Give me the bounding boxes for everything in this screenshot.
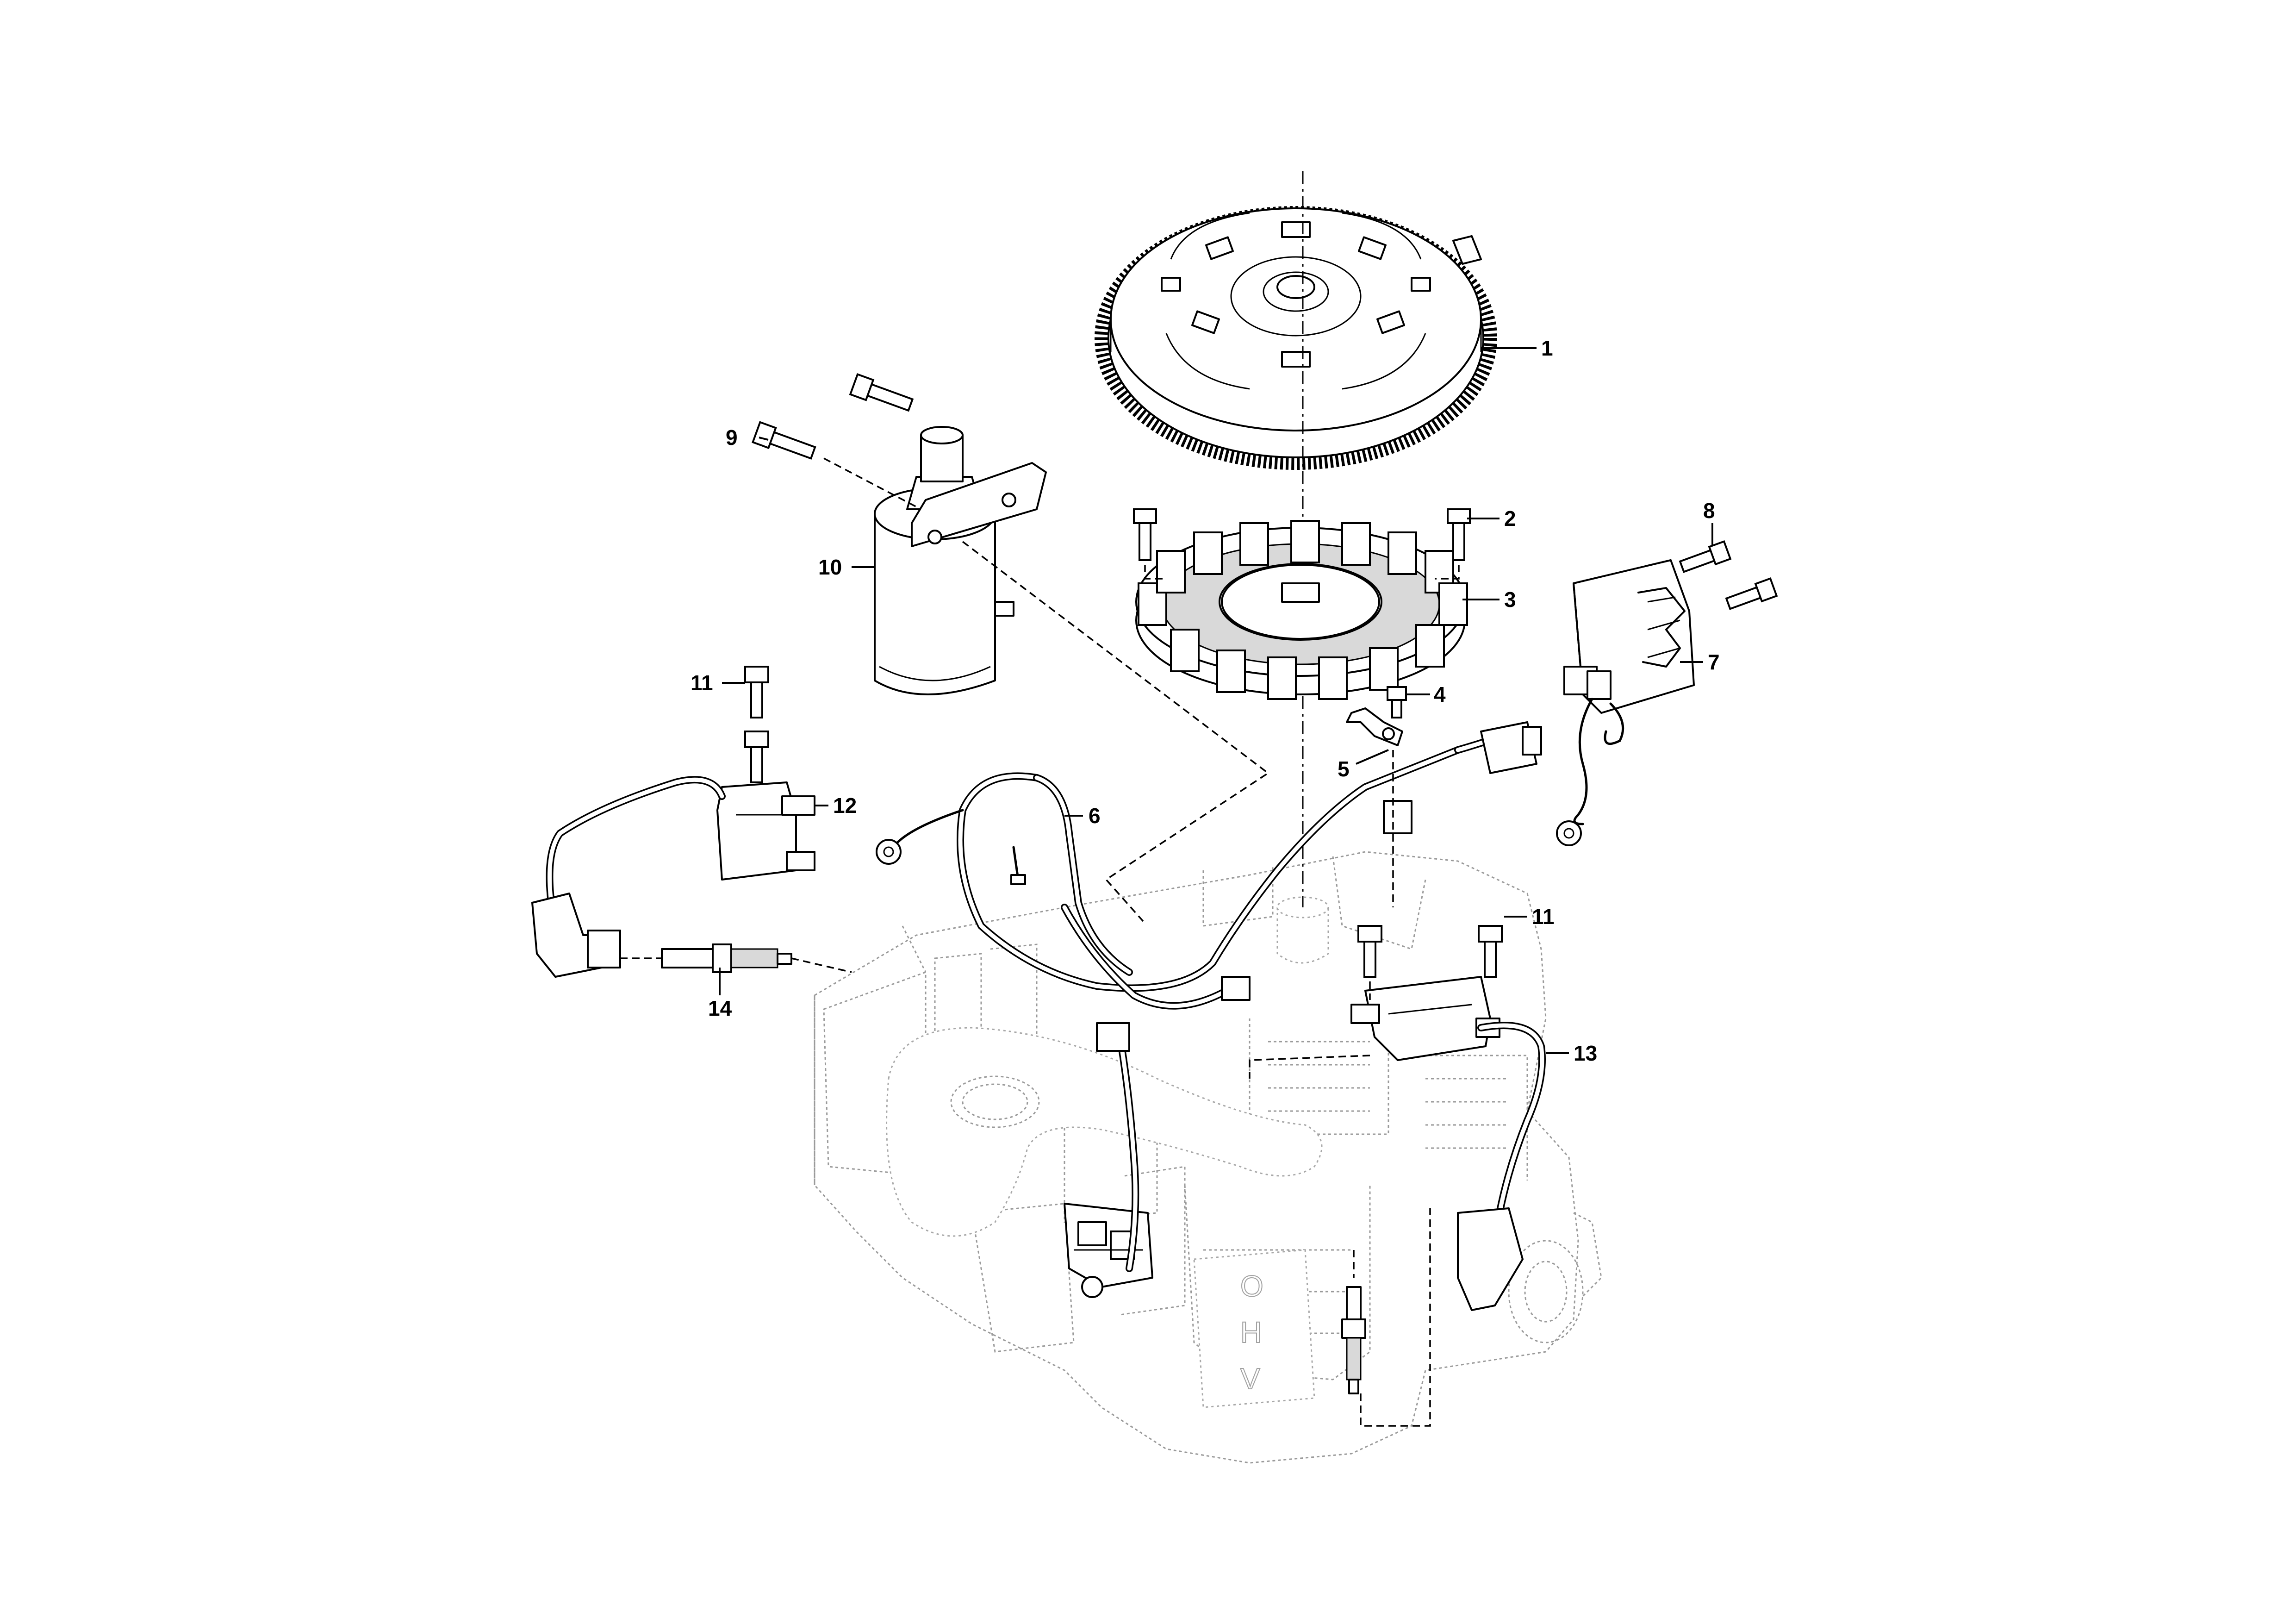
lower-plug-dash — [1353, 1208, 1431, 1427]
svg-text:O: O — [1240, 1269, 1263, 1303]
coil-screw-right-2 — [1478, 925, 1503, 978]
spark-plug-lower — [1341, 1286, 1366, 1394]
spark-plug-boot-left — [531, 893, 621, 978]
starter-bolt-lower — [752, 421, 816, 460]
callout-stator-screw: 2 — [1504, 506, 1516, 531]
callout-ignition-coil-left: 12 — [833, 793, 857, 818]
starter-motor — [874, 426, 1047, 695]
wire-bracket — [1346, 707, 1403, 746]
coil-screw-right-1 — [1357, 925, 1382, 978]
starter-mount-dash — [962, 541, 1270, 922]
spark-plug-dash-right — [791, 957, 852, 973]
ignition-coil-left — [716, 781, 815, 881]
callout-spark-plug: 14 — [708, 996, 732, 1020]
starter-bolt-upper — [849, 373, 914, 412]
callout-flywheel: 1 — [1541, 336, 1553, 360]
callout-bracket: 5 — [1338, 757, 1350, 781]
callout-coil-screw-right: 11 — [1532, 905, 1555, 929]
ohv-plate: O H V — [1193, 1249, 1315, 1408]
callout-wiring-harness: 6 — [1089, 804, 1101, 828]
stator-screw-left — [1133, 508, 1157, 561]
callout-coil-screw-left: 11 — [691, 671, 713, 695]
callout-bracket-screw: 4 — [1434, 682, 1446, 706]
stator-screw-dash-left — [1144, 565, 1166, 580]
carburetor — [1064, 1203, 1153, 1298]
bracket-screw — [1387, 686, 1407, 718]
svg-text:V: V — [1240, 1362, 1260, 1395]
coil-screw-left-upper — [744, 666, 769, 718]
callout-stator: 3 — [1504, 587, 1516, 612]
spark-plug-left — [661, 943, 792, 973]
callout-starter-bolt: 9 — [726, 425, 738, 450]
regulator-screw-upper — [1679, 540, 1732, 573]
stator — [1135, 520, 1468, 700]
air-shroud-outline — [886, 1027, 1323, 1237]
coil-screw-left-lower — [744, 731, 769, 783]
callout-regulator-screw: 8 — [1703, 499, 1715, 523]
callout-regulator: 7 — [1708, 650, 1720, 674]
flywheel — [1095, 206, 1497, 470]
coil-mount-dash — [1249, 1055, 1370, 1079]
callout-starter-motor: 10 — [818, 555, 842, 579]
starter-bolt-dash — [823, 457, 921, 510]
svg-text:H: H — [1240, 1316, 1262, 1349]
stator-screw-right — [1447, 508, 1471, 561]
regulator-screw-lower — [1725, 577, 1778, 610]
stator-screw-dash-right — [1435, 565, 1460, 580]
engine-flange — [1508, 1240, 1584, 1343]
voltage-regulator — [1556, 559, 1695, 846]
wiring-harness — [876, 721, 1542, 1272]
callout-ignition-coil-right: 13 — [1574, 1041, 1598, 1065]
ignition-coil-right — [1350, 976, 1500, 1061]
leader-lines — [719, 347, 1713, 1054]
spark-plug-boot-right — [1457, 1207, 1524, 1311]
